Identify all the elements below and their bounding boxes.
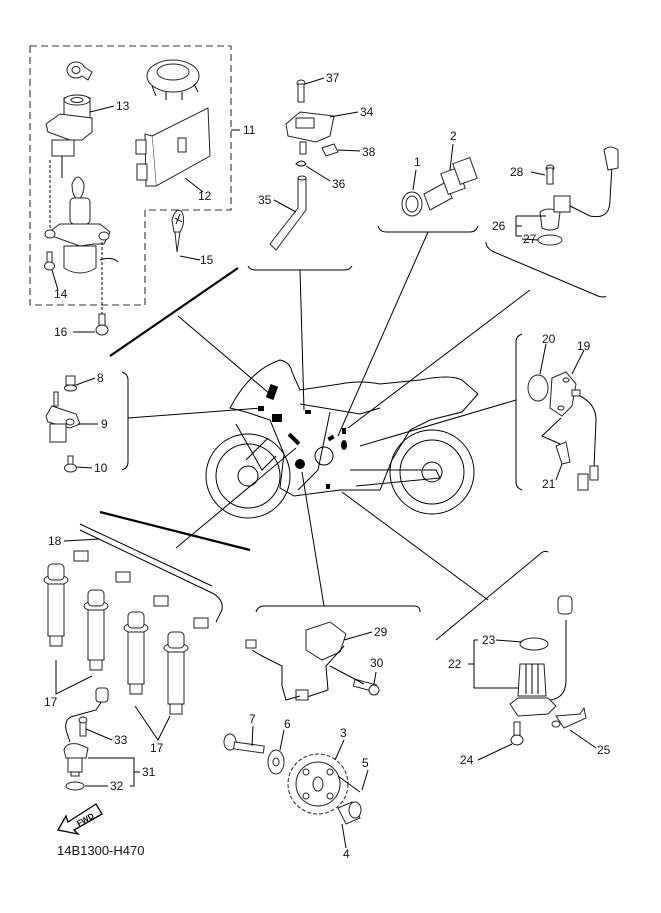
callout-12: 12 — [198, 189, 212, 203]
callout-17b: 17 — [150, 741, 164, 755]
callout-35: 35 — [258, 193, 272, 207]
callout-24: 24 — [460, 753, 474, 767]
bolt-16-part — [95, 313, 109, 336]
callout-1: 1 — [414, 155, 421, 169]
sensor-19-part — [527, 371, 599, 491]
sensor-22-part — [509, 595, 587, 729]
callout-22: 22 — [448, 657, 462, 671]
cap-ring-part — [146, 59, 200, 100]
callout-3: 3 — [340, 726, 347, 740]
forward-direction-arrow-icon: FWD — [56, 803, 103, 836]
clip-36-part — [295, 160, 307, 167]
callout-37: 37 — [326, 71, 340, 85]
nut-38-part — [321, 143, 339, 157]
washer-6-part — [267, 749, 285, 775]
callout-8: 8 — [97, 371, 104, 385]
callout-2: 2 — [450, 129, 457, 143]
bolt-14-part — [44, 251, 55, 271]
leader-lines — [99, 231, 531, 607]
callout-38: 38 — [362, 145, 376, 159]
hose-35-part — [269, 175, 307, 251]
crank-sensor-26-part — [537, 146, 619, 246]
pin-5-part — [337, 775, 361, 793]
callout-7: 7 — [249, 712, 256, 726]
diagram-code: 14B1300-H470 — [57, 843, 145, 858]
sprocket-3-part — [287, 753, 349, 815]
sensor-9-part — [45, 375, 81, 473]
bolt-7-part — [223, 733, 265, 754]
callout-18: 18 — [48, 534, 62, 548]
callout-31: 31 — [142, 765, 156, 779]
callout-23: 23 — [482, 633, 496, 647]
sensor-29-part — [245, 621, 347, 701]
callout-13: 13 — [116, 99, 130, 113]
sensor-31-part — [63, 687, 109, 791]
lock-cylinder-part — [66, 61, 93, 81]
callout-28: 28 — [510, 165, 524, 179]
callout-11: 11 — [243, 123, 256, 137]
callout-14: 14 — [54, 287, 68, 301]
callout-10: 10 — [94, 461, 108, 475]
main-switch-part — [45, 94, 93, 178]
callout-36: 36 — [332, 177, 346, 191]
bolt-24-part — [510, 721, 524, 746]
callout-17: 17 — [44, 695, 58, 709]
temperature-sensor-part — [401, 156, 478, 217]
callout-21: 21 — [542, 477, 556, 491]
pressure-sensor-part — [285, 111, 335, 155]
callout-6: 6 — [284, 717, 291, 731]
callout-25: 25 — [597, 743, 611, 757]
callout-9: 9 — [101, 417, 108, 431]
callout-4: 4 — [343, 847, 350, 861]
ignition-coils-part — [43, 523, 223, 715]
ecu-part — [135, 107, 211, 187]
callout-34: 34 — [360, 105, 374, 119]
callout-27: 27 — [523, 232, 537, 246]
callout-30: 30 — [370, 656, 384, 670]
callout-16: 16 — [54, 325, 68, 339]
callout-5: 5 — [362, 756, 369, 770]
bolt-37-part — [296, 79, 306, 103]
callout-15: 15 — [200, 253, 214, 267]
collar-4-part — [337, 801, 362, 825]
callout-19: 19 — [577, 339, 591, 353]
callout-33: 33 — [114, 733, 128, 747]
assembly-11-dashed-boundary — [29, 45, 232, 306]
callout-20: 20 — [542, 332, 556, 346]
key-part — [171, 209, 185, 253]
steering-lock-part — [44, 160, 119, 318]
motorcycle-locator — [205, 359, 479, 519]
callout-29: 29 — [374, 625, 388, 639]
bolt-30-part — [352, 678, 380, 696]
callout-32: 32 — [110, 779, 124, 793]
callout-26: 26 — [492, 219, 506, 233]
